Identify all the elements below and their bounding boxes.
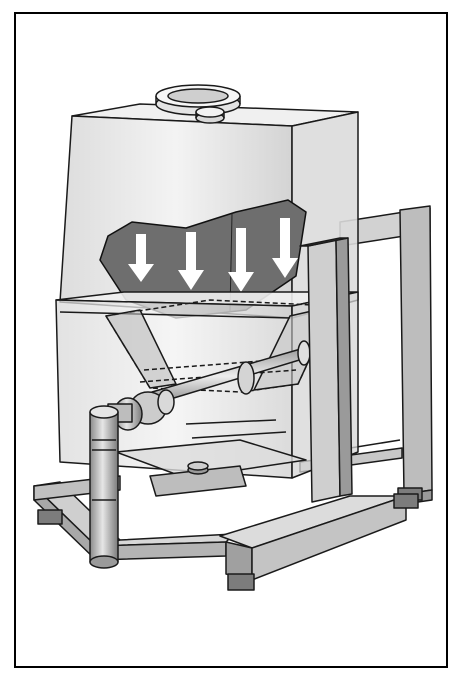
down-arrow-icon [272,218,298,278]
front-support-pillar [299,237,353,503]
flow-arrows [128,218,298,292]
base-tray [115,419,307,497]
foot-front-center [227,573,255,591]
base-frame [33,475,419,591]
foot-front-left [37,509,63,525]
foot-rear-right [393,493,419,509]
down-arrow-icon [128,234,154,282]
down-arrow-icon [228,228,254,292]
down-arrow-icon [178,232,204,290]
drive-pole [89,405,119,569]
screw-shaft [107,340,311,431]
